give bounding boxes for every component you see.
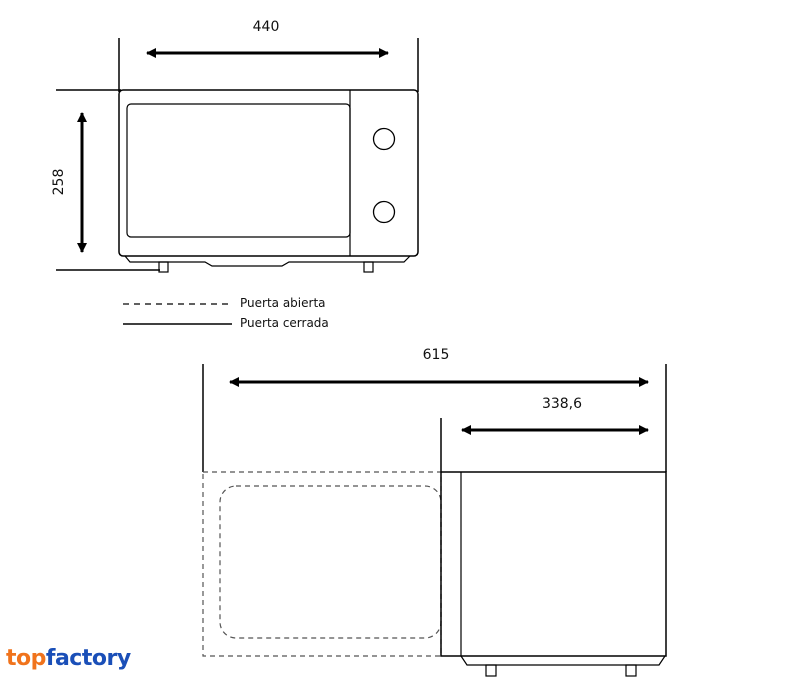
top-foot-right <box>625 664 637 677</box>
legend-open-door: Puerta abierta <box>240 296 326 310</box>
width-label: 440 <box>253 19 280 35</box>
logo-part-top: top <box>6 646 46 671</box>
timer-knob <box>372 127 396 151</box>
top-base-skirt <box>460 655 666 666</box>
front-view: 440 258 <box>51 19 419 273</box>
logo-part-factory: factory <box>45 646 131 671</box>
microwave-body-top <box>440 471 667 657</box>
power-knob <box>372 200 396 224</box>
legend: Puerta abierta Puerta cerrada <box>123 296 329 330</box>
base-skirt <box>124 255 411 267</box>
total-depth-label: 615 <box>423 347 450 363</box>
front-foot-right <box>363 261 374 273</box>
body-depth-label: 338,6 <box>542 396 582 412</box>
open-door-outline <box>202 471 442 657</box>
door-window <box>126 103 351 238</box>
top-foot-left <box>485 664 497 677</box>
top-view: 615 338,6 <box>202 347 667 677</box>
legend-closed-door: Puerta cerrada <box>240 316 329 330</box>
open-door-window <box>219 485 442 639</box>
height-label: 258 <box>51 169 67 196</box>
microwave-body-front <box>118 89 419 257</box>
brand-logo: topfactory <box>6 646 131 671</box>
front-foot-left <box>158 261 169 273</box>
